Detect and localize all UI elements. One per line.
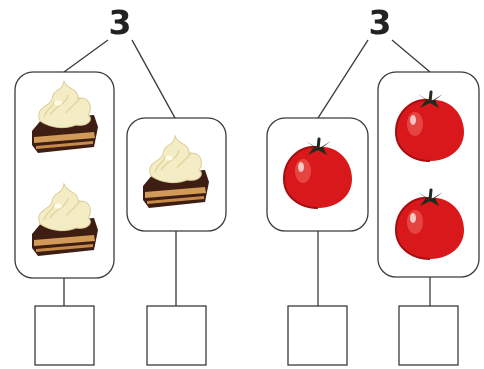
answer-box[interactable] [146, 305, 207, 366]
connector-line [131, 39, 176, 119]
answer-box[interactable] [287, 305, 348, 366]
bond-total: 3 [369, 3, 392, 42]
bond-total: 3 [109, 3, 132, 42]
number-bond-tomatoes: 3 [266, 3, 480, 366]
answer-box[interactable] [34, 305, 95, 366]
number-bond-cakes: 3 [14, 3, 227, 366]
connector-line [317, 39, 369, 119]
connector-line [391, 39, 431, 73]
answer-box[interactable] [398, 305, 459, 366]
connector-line [63, 39, 109, 73]
